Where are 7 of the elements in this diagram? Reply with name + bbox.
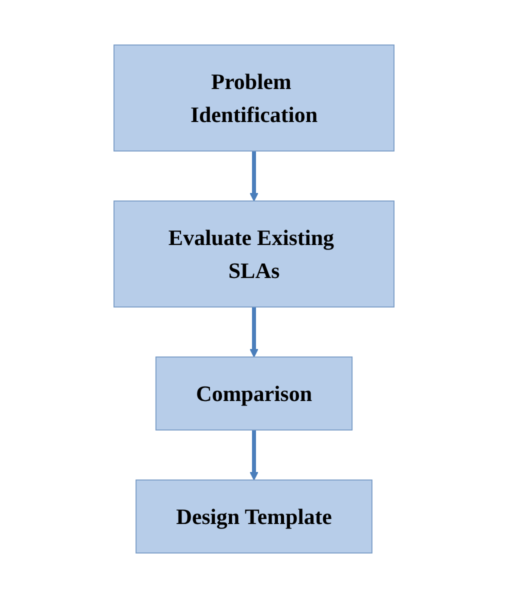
arrow (249, 150, 258, 201)
arrow (249, 430, 258, 480)
node-box: Comparison (154, 356, 352, 430)
node-box: Problem Identification (113, 44, 394, 151)
node-box: Design Template (135, 479, 372, 553)
arrow (249, 306, 258, 357)
node-box: Evaluate Existing SLAs (113, 200, 394, 307)
